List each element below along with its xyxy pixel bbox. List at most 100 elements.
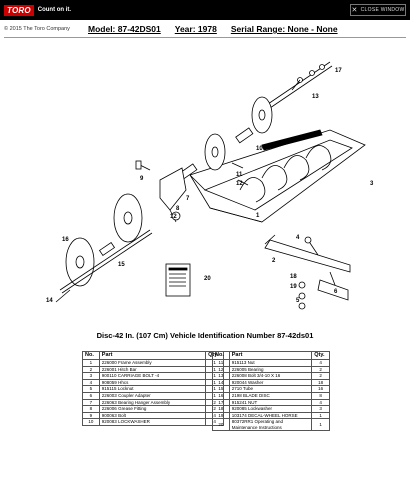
- part-number-cell: 3: [82, 372, 100, 380]
- part-description-cell: 226003 Coupler Adapter: [98, 391, 207, 400]
- part-description-cell: 900110 CARRIAGE BOLT -4: [98, 372, 207, 380]
- part-description-cell: 2710 Tube: [228, 385, 313, 393]
- part-description-cell: 103174 DECAL-WHEEL HORSE: [228, 411, 313, 420]
- part-number-cell: 14: [212, 378, 230, 387]
- callout-18: 18: [290, 274, 297, 280]
- parts-table-header: No. Part Qty.: [82, 351, 224, 360]
- callout-9: 9: [140, 176, 144, 182]
- callout-14: 14: [46, 298, 53, 304]
- part-number-cell: 1: [82, 359, 100, 367]
- part-number-cell: 13: [212, 372, 230, 380]
- top-header-bar: TORO Count on it. ✕ CLOSE WINDOW: [0, 0, 410, 20]
- callout-2: 2: [272, 258, 276, 264]
- quantity-cell: 2: [311, 365, 330, 374]
- quantity-cell: 4: [311, 398, 330, 407]
- part-number-cell: 2: [82, 365, 100, 374]
- part-number-cell: 16: [212, 391, 230, 400]
- parts-table-header: No. Part Qty.: [212, 351, 330, 360]
- part-description-cell: 915115 Locknut: [98, 385, 207, 393]
- decal-strip-shape: [261, 129, 323, 151]
- header-no: No.: [82, 351, 100, 360]
- header-part: Part: [98, 351, 207, 360]
- callout-20: 20: [204, 276, 211, 282]
- callout-15: 15: [118, 262, 125, 268]
- model-info-line: Model: 87-42DS01 Year: 1978 Serial Range…: [88, 24, 338, 34]
- part-description-cell: 920044 Washer: [228, 378, 313, 387]
- part-number-cell: 5: [82, 385, 100, 393]
- quantity-cell: 2: [311, 372, 330, 380]
- part-description-cell: 226063 Bearing Hanger Assembly: [98, 398, 207, 407]
- part-description-cell: 226005 Bearing: [228, 365, 313, 374]
- part-description-cell: 226006 Grease Fitting: [98, 405, 207, 413]
- part-description-cell: 80372RR1 Operating and Maintenance Instr…: [228, 418, 313, 432]
- quantity-cell: 4: [311, 359, 330, 367]
- part-number-cell: 20: [212, 418, 230, 432]
- callout-12-upper: 12: [236, 181, 243, 187]
- part-number-cell: 17: [212, 398, 230, 407]
- callout-10: 10: [256, 146, 263, 152]
- callout-1: 1: [256, 213, 260, 219]
- part-description-cell: 2198 BLADE DISC: [228, 391, 313, 400]
- part-number-cell: 19: [212, 411, 230, 420]
- hitch-bar-shape: [264, 239, 351, 273]
- model-number: Model: 87-42DS01: [88, 24, 161, 34]
- callout-6: 6: [334, 289, 338, 295]
- part-number-cell: 10: [82, 418, 100, 426]
- part-number-cell: 8: [82, 405, 100, 413]
- callout-17: 17: [335, 68, 342, 74]
- callout-13: 13: [312, 94, 319, 100]
- part-description-cell: 915241 NUT: [228, 398, 313, 407]
- part-description-cell: 915113 Nut: [228, 359, 313, 367]
- exploded-parts-diagram: 17 13 10 11 12 9 3 7 8 12 1 4 2 16 15 20…: [46, 61, 374, 310]
- toro-logo[interactable]: TORO Count on it.: [4, 3, 71, 17]
- callout-5: 5: [296, 298, 300, 304]
- serial-range: Serial Range: None - None: [230, 24, 338, 34]
- bearing-hanger-shape: [159, 167, 187, 211]
- callout-8: 8: [176, 206, 180, 212]
- callout-16: 16: [62, 237, 69, 243]
- close-window-button[interactable]: ✕ CLOSE WINDOW: [350, 4, 406, 16]
- callout-7: 7: [186, 196, 190, 202]
- quantity-cell: 8: [311, 391, 330, 400]
- part-number-cell: 12: [212, 365, 230, 374]
- close-window-label: CLOSE WINDOW: [360, 7, 405, 13]
- close-icon: ✕: [351, 6, 358, 14]
- part-description-cell: 920083 LOCKWASHER: [98, 418, 207, 426]
- model-year: Year: 1978: [174, 24, 217, 34]
- header-part: Part: [228, 351, 313, 360]
- part-number-cell: 18: [212, 405, 230, 413]
- part-description-cell: 900063 Bolt: [98, 411, 207, 420]
- part-description-cell: 226000 Frame Assembly: [98, 359, 207, 367]
- callout-3: 3: [370, 181, 374, 187]
- part-description-cell: 908059 Hhcs: [98, 378, 207, 387]
- part-description-cell: 226008 Bolt 3/4-10 X 16: [228, 372, 313, 380]
- operating-manual-booklet: [165, 263, 191, 297]
- part-number-cell: 4: [82, 378, 100, 387]
- quantity-cell: 18: [311, 378, 330, 387]
- quantity-cell: 1: [311, 411, 330, 420]
- quantity-cell: 16: [311, 385, 330, 393]
- callout-19: 19: [290, 284, 297, 290]
- part-number-cell: 6: [82, 391, 100, 400]
- callout-4: 4: [296, 235, 300, 241]
- part-description-cell: 920085 Lockwasher: [228, 405, 313, 413]
